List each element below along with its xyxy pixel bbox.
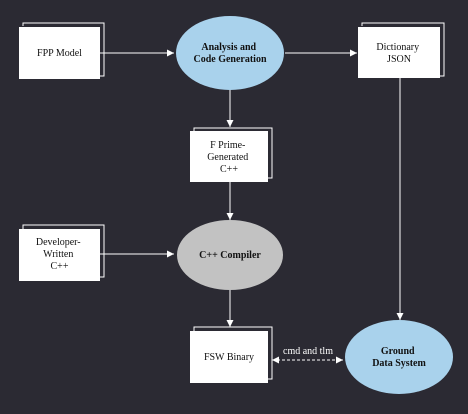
edge-label-cmd-and-tlm: cmd and tlm	[283, 346, 333, 357]
node-analysis-code-generation: Analysis and Code Generation	[176, 16, 284, 90]
svg-text:FSW Binary: FSW Binary	[204, 352, 254, 363]
node-dictionary-label-line-1: Dictionary	[376, 42, 419, 53]
node-ground-data-system: Ground Data System	[345, 320, 453, 394]
node-fpp-model-label: FPP Model	[37, 48, 82, 59]
svg-text:Analysis and Code Genera: Analysis and Code Generation	[193, 42, 266, 65]
node-dictionary-json: Dictionary JSON	[358, 22, 445, 78]
node-fpp-model: FPP Model	[19, 22, 105, 79]
node-fprime-generated-label-line-1: F Prime-	[210, 140, 245, 151]
svg-text:F Prime- Generated: F Prime- Generated C++	[207, 140, 251, 175]
node-ground-label-line-2: Data System	[372, 358, 426, 369]
node-cpp-compiler: C++ Compiler	[177, 220, 283, 290]
node-fsw-binary-label: FSW Binary	[204, 352, 254, 363]
node-developer-written-label-line-1: Developer-	[36, 237, 81, 248]
edges	[100, 49, 404, 364]
node-analysis-label-line-1: Analysis and	[201, 42, 256, 53]
node-developer-written-label-line-3: C++	[51, 261, 69, 272]
svg-text:FPP Model: FPP Model	[37, 48, 82, 59]
node-developer-written-cpp: Developer- Written C++	[19, 224, 105, 281]
svg-text:C++ Compiler: C++ Compiler	[199, 250, 261, 261]
node-fsw-binary: FSW Binary	[190, 326, 273, 383]
node-fprime-generated-label-line-3: C++	[220, 164, 238, 175]
node-fprime-generated-cpp: F Prime- Generated C++	[190, 127, 273, 182]
svg-text:Dictionary JSON: Dictionary JSON	[376, 42, 421, 65]
node-ground-label-line-1: Ground	[381, 346, 415, 357]
node-analysis-label-line-2: Code Generation	[193, 54, 266, 65]
svg-text:Ground Data System: Ground Data System	[372, 346, 426, 369]
node-fprime-generated-label-line-2: Generated	[207, 152, 248, 163]
svg-text:Developer- Written: Developer- Written C++	[36, 237, 83, 272]
node-dictionary-label-line-2: JSON	[387, 54, 411, 65]
node-developer-written-label-line-2: Written	[43, 249, 73, 260]
node-compiler-label: C++ Compiler	[199, 250, 261, 261]
